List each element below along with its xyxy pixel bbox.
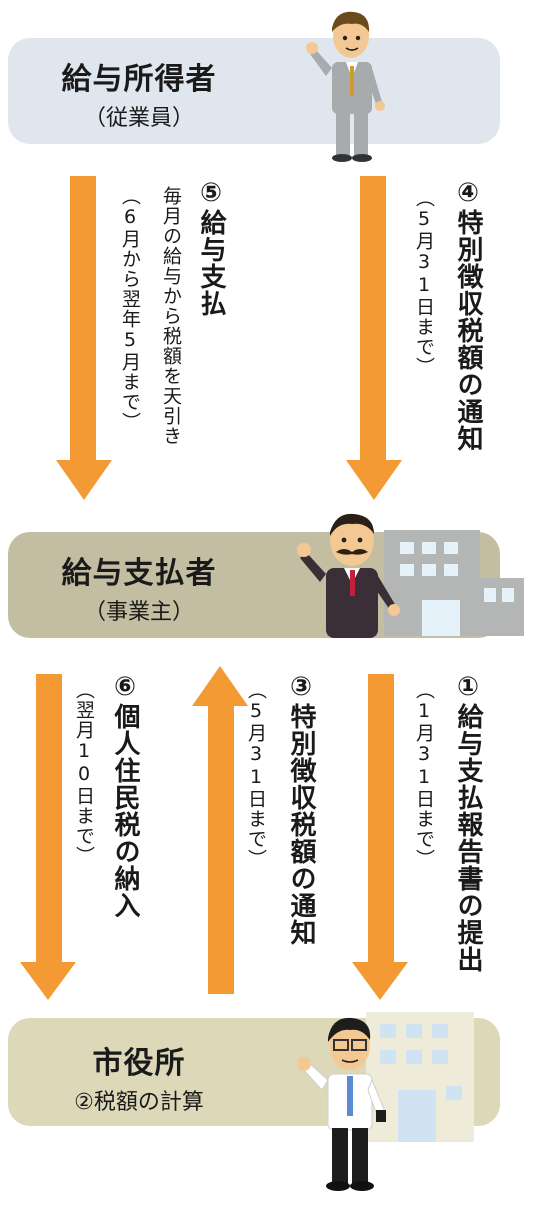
employee-subtitle: （従業員） (83, 106, 194, 131)
step4-label: ④特別徴収税額の通知 (453, 178, 483, 452)
city-office-building-icon (366, 1012, 474, 1142)
step1-note: （1月31日まで） (413, 680, 435, 869)
step6-note: （翌月10日まで） (73, 680, 95, 866)
step3-note: （5月31日まで） (245, 680, 267, 869)
employee-figure-icon (306, 11, 385, 162)
arrow-down-report-submission (352, 674, 408, 1000)
step3-label: ③特別徴収税額の通知 (286, 672, 316, 946)
employer-building-icon (384, 530, 524, 636)
employer-figure-icon (297, 513, 400, 638)
step6-label: ⑥個人住民税の納入 (110, 672, 140, 919)
arrow-down-salary-payment (56, 176, 112, 500)
step1-label: ①給与支払報告書の提出 (453, 672, 483, 973)
employer-title: 給与支払者 (61, 556, 217, 591)
city-officer-figure-icon (297, 1017, 387, 1191)
step5-note-deduction: 毎月の給与から税額を天引き (160, 186, 182, 446)
arrow-down-notice-to-employee (346, 176, 402, 500)
step5-note-period: （6月から翌年5月まで） (119, 186, 141, 432)
employee-title: 給与所得者 (61, 62, 217, 97)
step5-label: ⑤給与支払 (196, 178, 226, 317)
city-title: 市役所 (92, 1046, 186, 1081)
employer-subtitle: （事業主） (83, 600, 194, 625)
employee-box: 給与所得者 （従業員） (8, 38, 500, 144)
step4-note: （5月31日まで） (413, 188, 435, 377)
city-subtitle: ②税額の計算 (74, 1090, 204, 1115)
arrow-up-notice-to-employer (192, 666, 248, 994)
arrow-down-tax-payment (20, 674, 76, 1000)
